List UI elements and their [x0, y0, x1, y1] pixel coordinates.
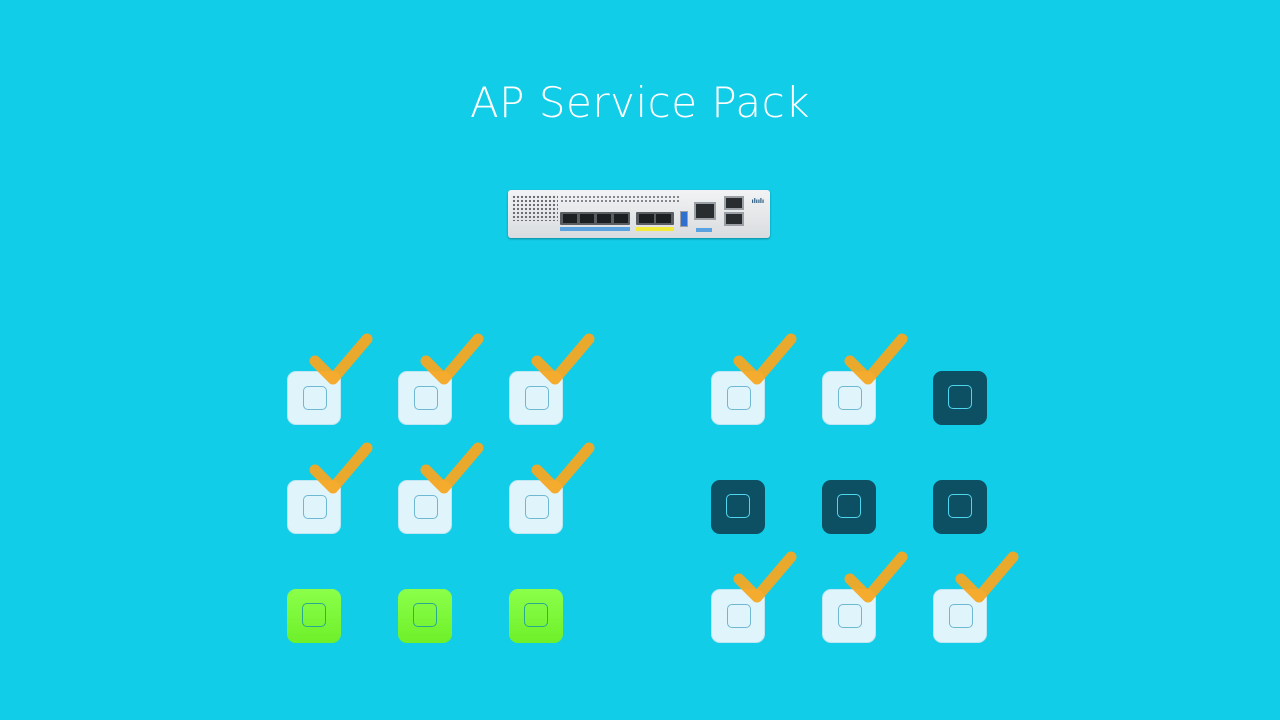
- access-point-icon: [933, 480, 987, 534]
- access-point-icon: [711, 371, 765, 425]
- access-point-icon: [287, 589, 341, 643]
- access-point-icon: [398, 480, 452, 534]
- access-point-icon: [822, 589, 876, 643]
- access-point-icon: [509, 480, 563, 534]
- access-point-icon: [398, 589, 452, 643]
- access-point-icon: [822, 371, 876, 425]
- access-point-icon: [711, 589, 765, 643]
- wireless-controller-icon: ılıılı: [508, 190, 770, 238]
- access-point-icon: [398, 371, 452, 425]
- access-point-icon: [933, 589, 987, 643]
- access-point-icon: [822, 480, 876, 534]
- cisco-logo: ılıılı: [751, 198, 764, 205]
- access-point-icon: [287, 371, 341, 425]
- access-point-icon: [509, 589, 563, 643]
- access-point-icon: [509, 371, 563, 425]
- page-title: AP Service Pack: [469, 78, 811, 127]
- access-point-icon: [711, 480, 765, 534]
- access-point-icon: [933, 371, 987, 425]
- access-point-icon: [287, 480, 341, 534]
